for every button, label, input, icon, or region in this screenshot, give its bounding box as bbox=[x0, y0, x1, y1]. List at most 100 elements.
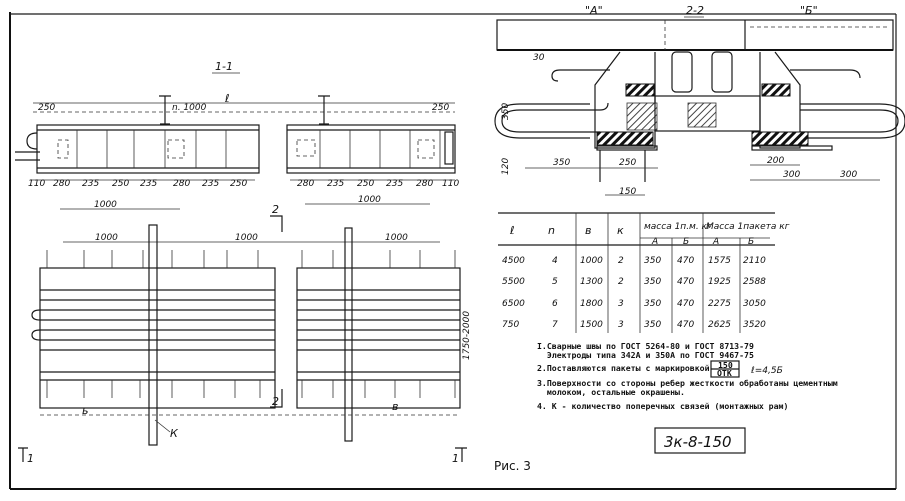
table-cell: 1000 bbox=[580, 256, 603, 266]
section-2-2-title: 2-2 bbox=[686, 4, 704, 17]
mass-table: ℓ n в к масса 1п.м. кг Масса 1пакета кг … bbox=[498, 212, 790, 333]
table-cell: 2588 bbox=[743, 277, 766, 287]
notes: I.Сварные швы по ГОСТ 5264-80 и ГОСТ 871… bbox=[537, 341, 838, 411]
svg-text:280: 280 bbox=[297, 179, 314, 189]
svg-text:235: 235 bbox=[140, 179, 157, 189]
table-cell: 1500 bbox=[580, 320, 603, 330]
section-2-2: "А" 2-2 "Б" 30 350 bbox=[494, 4, 905, 197]
cut-mark-left: 1 bbox=[27, 452, 34, 465]
table-cell: 350 bbox=[644, 277, 661, 287]
drawing-code-stamp bbox=[654, 427, 746, 454]
table-cell: 3 bbox=[618, 299, 624, 309]
table-cell: 350 bbox=[644, 320, 661, 330]
svg-text:250: 250 bbox=[619, 158, 636, 168]
table-cell: 2 bbox=[618, 277, 624, 287]
svg-text:120: 120 bbox=[501, 158, 511, 175]
bottom-dims-right: 280 235 250 235 280 110 bbox=[297, 179, 459, 189]
rail-profile-left bbox=[159, 95, 171, 125]
table-cell: 4500 bbox=[502, 256, 525, 266]
top-beam bbox=[496, 19, 894, 51]
note-3: 3.Поверхности со стороны ребер жесткости… bbox=[537, 378, 838, 388]
svg-text:110: 110 bbox=[442, 179, 459, 189]
tie-plate-left bbox=[148, 224, 158, 446]
table-cell: 470 bbox=[677, 277, 694, 287]
svg-text:250: 250 bbox=[357, 179, 374, 189]
table-cell: 3520 bbox=[743, 320, 766, 330]
table-cell: 5 bbox=[552, 277, 558, 287]
table-cell: 3 bbox=[618, 320, 624, 330]
svg-text:280: 280 bbox=[173, 179, 190, 189]
table-cell: 350 bbox=[644, 256, 661, 266]
section-mark-2-top: 2 bbox=[272, 203, 279, 216]
plan-label-left: ь bbox=[82, 404, 88, 417]
svg-text:300: 300 bbox=[840, 170, 857, 180]
header-k: к bbox=[617, 224, 624, 237]
table-cell: 470 bbox=[677, 299, 694, 309]
header-mass-packet: Масса 1пакета кг bbox=[706, 222, 790, 232]
svg-text:235: 235 bbox=[386, 179, 403, 189]
svg-text:110: 110 bbox=[28, 179, 45, 189]
section-2-2-dims: 30 350 120 350 250 150 200 300 300 bbox=[501, 53, 880, 197]
svg-text:200: 200 bbox=[767, 156, 784, 166]
beam-elevation-right bbox=[286, 124, 456, 174]
header-mass-1m: масса 1п.м. кг bbox=[644, 222, 712, 232]
subheader-b: Б bbox=[683, 237, 689, 247]
svg-text:150: 150 bbox=[619, 187, 636, 197]
drawing-frame bbox=[9, 12, 897, 490]
table-cell: 470 bbox=[677, 256, 694, 266]
table-cell: 4 bbox=[552, 256, 558, 266]
plan-dim: 1000 bbox=[358, 195, 381, 205]
table-cell: 470 bbox=[677, 320, 694, 330]
dim-right-250: 250 bbox=[432, 103, 449, 113]
plan-view: 1000 1000 1000 1000 1000 2 2 bbox=[18, 195, 472, 465]
label-a: "А" bbox=[585, 4, 603, 17]
table-cell: 350 bbox=[644, 299, 661, 309]
marking-length: ℓ=4,5Б bbox=[750, 366, 783, 376]
note-3-cont: молоком, остальные окрашены. bbox=[537, 387, 685, 397]
table-cell: 7 bbox=[552, 320, 558, 330]
svg-text:250: 250 bbox=[112, 179, 129, 189]
table-cell: 6500 bbox=[502, 299, 525, 309]
plan-dim: 1000 bbox=[94, 200, 117, 210]
tie-label: К bbox=[170, 427, 179, 440]
drawing-code: 3к-8-150 bbox=[664, 433, 732, 451]
header-n: n bbox=[548, 224, 555, 237]
table-cell: 2 bbox=[618, 256, 624, 266]
dim-left-250: 250 bbox=[38, 103, 55, 113]
svg-text:350: 350 bbox=[501, 103, 511, 120]
cut-mark-right: 1 bbox=[452, 452, 459, 465]
section-1-1: 1-1 ℓ 250 n. 1000 250 bbox=[15, 60, 459, 189]
note-1: I.Сварные швы по ГОСТ 5264-80 и ГОСТ 871… bbox=[537, 341, 754, 351]
table-cell: 1575 bbox=[708, 256, 731, 266]
subheader-b: Б bbox=[748, 237, 754, 247]
marking-bottom: ОТК bbox=[717, 368, 732, 378]
tie-plate-right bbox=[344, 227, 353, 442]
table-cell: 1925 bbox=[708, 277, 731, 287]
svg-text:30: 30 bbox=[533, 53, 545, 63]
table-cell: 2275 bbox=[708, 299, 731, 309]
header-l: ℓ bbox=[509, 224, 515, 237]
svg-text:235: 235 bbox=[327, 179, 344, 189]
figure-label: Рис. 3 bbox=[494, 459, 531, 473]
note-4: 4. К - количество поперечных связей (мон… bbox=[537, 401, 788, 411]
subheader-a: А bbox=[712, 237, 719, 247]
rail-profile-right bbox=[318, 95, 330, 125]
svg-text:250: 250 bbox=[230, 179, 247, 189]
table-cell: 6 bbox=[552, 299, 558, 309]
svg-text:280: 280 bbox=[416, 179, 433, 189]
label-b: "Б" bbox=[800, 4, 818, 17]
marking-top: 150 bbox=[718, 360, 733, 370]
section-1-1-title: 1-1 bbox=[215, 60, 233, 73]
subheader-a: А bbox=[651, 237, 658, 247]
plan-dim: 1000 bbox=[235, 233, 258, 243]
svg-text:350: 350 bbox=[553, 158, 570, 168]
table-cell: 3050 bbox=[743, 299, 766, 309]
svg-text:280: 280 bbox=[53, 179, 70, 189]
note-2: 2.Поставляются пакеты с маркировкой bbox=[537, 363, 710, 373]
dim-n-1000: n. 1000 bbox=[172, 103, 207, 113]
